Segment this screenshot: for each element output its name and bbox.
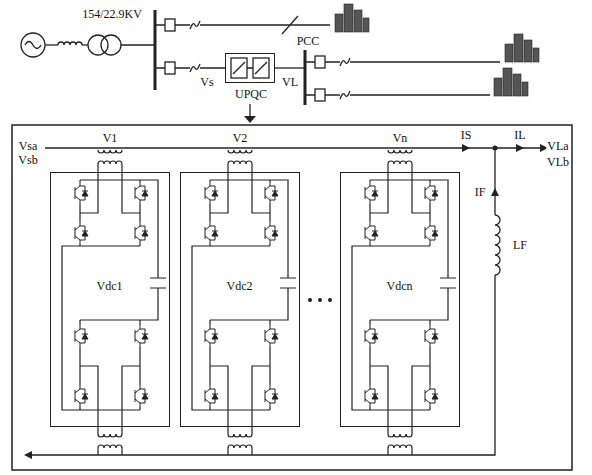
signal-label: Vs bbox=[199, 76, 214, 89]
signal-label: VLb bbox=[546, 156, 570, 169]
signal-label: IL bbox=[513, 129, 526, 142]
device-label: UPQC bbox=[233, 88, 269, 101]
signal-label: Vsb bbox=[17, 154, 38, 167]
signal-label: PCC bbox=[296, 35, 321, 48]
signal-label: IF bbox=[474, 186, 487, 199]
converter-module: Vdc2 bbox=[180, 172, 300, 427]
dc-voltage-label: Vdc1 bbox=[95, 280, 125, 293]
signal-label: Vn bbox=[392, 132, 409, 145]
signal-label: Vsa bbox=[18, 140, 39, 153]
signal-label: 154/22.9KV bbox=[81, 8, 143, 21]
signal-label: LF bbox=[512, 239, 528, 252]
signal-label: IS bbox=[460, 129, 473, 142]
signal-label: VLa bbox=[546, 140, 569, 153]
dc-voltage-label: Vdc2 bbox=[225, 280, 255, 293]
signal-label: VL bbox=[281, 76, 299, 89]
signal-label: V2 bbox=[232, 132, 249, 145]
converter-module: Vdcn bbox=[340, 172, 460, 427]
signal-label: V1 bbox=[102, 132, 119, 145]
upqc-box: UPQC bbox=[225, 53, 275, 83]
converter-module: Vdc1 bbox=[50, 172, 170, 427]
dc-voltage-label: Vdcn bbox=[385, 280, 415, 293]
